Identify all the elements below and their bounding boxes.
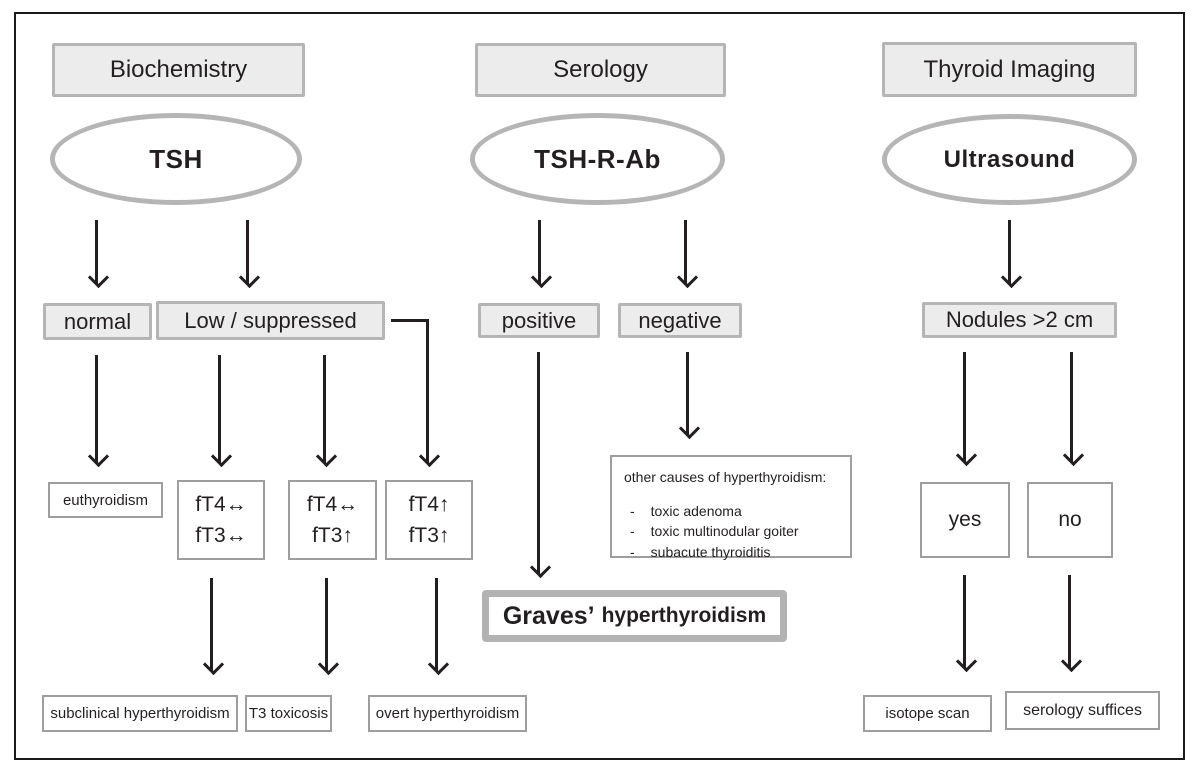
arrow-low-to-ft4up	[426, 319, 429, 463]
arrow-to-t3-toxicosis	[325, 578, 328, 671]
arrow-normal-to-euthyroidism	[95, 355, 98, 463]
arrow-to-overt	[435, 578, 438, 671]
result-negative: negative	[618, 303, 742, 338]
connector-low-elbow-horizontal	[391, 319, 429, 322]
graves-name: Graves’	[502, 601, 595, 630]
arrow-nodules-to-yes	[963, 352, 966, 462]
ft4-line: fT4↑	[408, 492, 450, 516]
other-cause-item: toxic adenoma	[650, 503, 742, 520]
arrow-negative-to-other-causes	[686, 352, 689, 435]
header-biochemistry: Biochemistry	[52, 43, 305, 97]
arrow-nodules-to-no	[1070, 352, 1073, 462]
result-normal: normal	[43, 303, 152, 340]
diagnosis-overt-hyperthyroidism: overt hyperthyroidism	[368, 695, 527, 732]
ft3-line: fT3↑	[312, 524, 353, 547]
action-serology-suffices: serology suffices	[1005, 691, 1160, 730]
ft4-line: fT4↔	[306, 492, 359, 516]
other-causes-box: other causes of hyperthyroidism: toxic a…	[610, 455, 852, 560]
finding-euthyroidism: euthyroidism	[48, 482, 163, 518]
header-serology: Serology	[475, 43, 726, 97]
graves-condition: hyperthyroidism	[601, 604, 767, 627]
arrow-tsh-to-low	[246, 220, 249, 284]
answer-no: no	[1027, 482, 1113, 558]
ft3-line: fT3↔	[195, 524, 247, 547]
arrow-positive-to-graves	[537, 352, 540, 574]
arrow-tshrab-to-negative	[684, 220, 687, 284]
finding-ft4-up-ft3-up: fT4↑ fT3↑	[385, 480, 473, 560]
node-tsh: TSH	[50, 113, 302, 205]
ft3-line: fT3↑	[408, 524, 450, 547]
finding-ft4-stable-ft3-up: fT4↔ fT3↑	[288, 480, 377, 560]
arrow-ultrasound-to-nodules	[1008, 220, 1011, 284]
header-thyroid-imaging: Thyroid Imaging	[882, 42, 1137, 97]
other-causes-title: other causes of hyperthyroidism:	[624, 469, 827, 485]
action-isotope-scan: isotope scan	[863, 695, 992, 732]
result-positive: positive	[478, 303, 600, 338]
other-cause-item: subacute thyroiditis	[650, 543, 771, 560]
diagnosis-graves-hyperthyroidism: Graves’ hyperthyroidism	[482, 590, 787, 642]
arrow-tshrab-to-positive	[538, 220, 541, 284]
arrow-low-to-ft3up	[323, 355, 326, 463]
ft4-line: fT4↔	[195, 492, 247, 516]
node-tsh-r-ab: TSH-R-Ab	[470, 113, 725, 205]
arrow-to-subclinical	[210, 578, 213, 671]
arrow-yes-to-isotope-scan	[963, 575, 966, 668]
finding-ft4-stable-ft3-stable: fT4↔ fT3↔	[177, 480, 265, 560]
diagnosis-t3-toxicosis: T3 toxicosis	[245, 695, 332, 732]
diagnosis-subclinical-hyperthyroidism: subclinical hyperthyroidism	[42, 695, 238, 732]
result-low-suppressed: Low / suppressed	[156, 301, 385, 340]
arrow-low-to-ft4stable	[218, 355, 221, 463]
node-ultrasound: Ultrasound	[882, 114, 1137, 205]
answer-yes: yes	[920, 482, 1010, 558]
result-nodules-gt-2cm: Nodules >2 cm	[922, 302, 1117, 338]
arrow-no-to-serology-suffices	[1068, 575, 1071, 668]
arrow-tsh-to-normal	[95, 220, 98, 284]
other-cause-item: toxic multinodular goiter	[650, 523, 799, 540]
